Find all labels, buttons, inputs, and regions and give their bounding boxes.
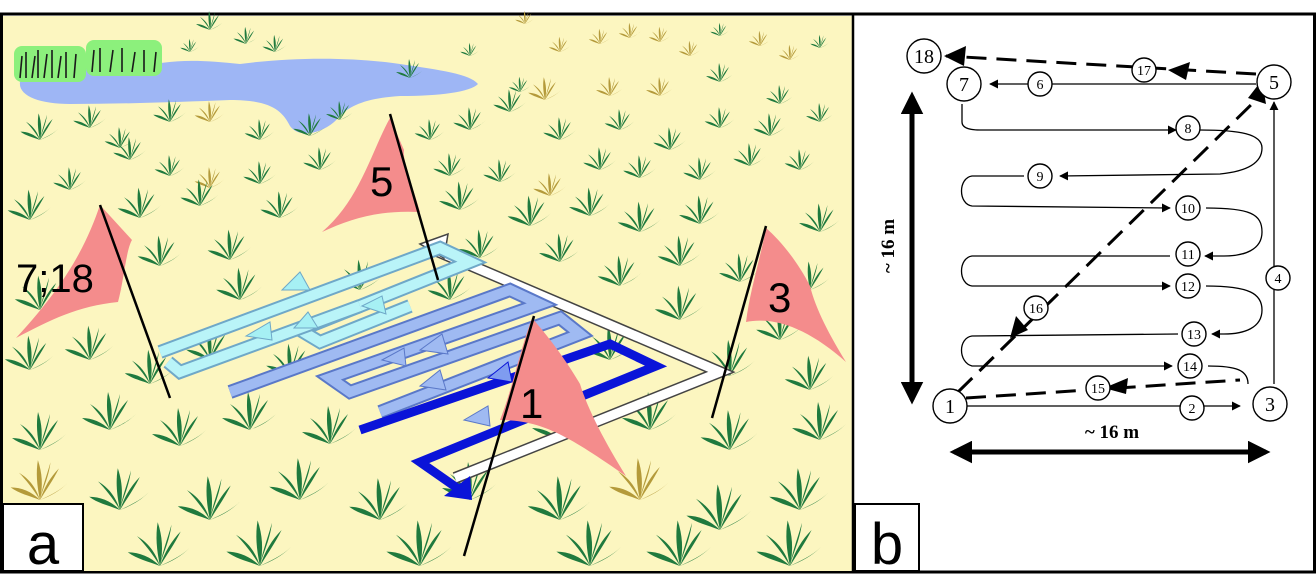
panel-b-label: b [871,512,903,574]
dashed-transit-lines [945,54,1260,400]
node-label: 15 [1091,382,1105,397]
node-circle [1265,265,1291,291]
node-label: 7 [959,74,969,96]
path-mid-segment [227,282,594,427]
node-3: 3 [1252,386,1288,422]
node-18: 18 [906,38,942,74]
node-label: 18 [914,46,934,68]
flag-label-5: 5 [370,158,393,205]
node-label: 3 [1265,394,1275,416]
node-label: 1 [945,396,955,418]
node-circle [1179,395,1205,421]
node-label: 12 [1181,280,1195,295]
node-15: 15 [1085,375,1111,401]
panel-a-label: a [27,512,60,574]
node-14: 14 [1177,353,1203,379]
panel-a-label-box [2,503,84,572]
walking-path [157,232,736,500]
horizontal-dimension-label: ~ 16 m [1085,422,1139,443]
node-circle [1027,71,1053,97]
node-circle [1256,64,1292,100]
node-circle [932,388,968,424]
node-circle [1175,241,1201,267]
vertical-dimension-label: ~ 16 m [878,219,899,273]
node-circle [1175,195,1201,221]
flag-5: 5 [322,113,440,281]
dash-arrow-16 [1010,316,1028,338]
dash-arrow-17 [1168,62,1190,80]
node-4: 4 [1265,265,1291,291]
node-label: 4 [1275,272,1282,287]
node-5: 5 [1256,64,1292,100]
node-label: 9 [1037,170,1044,185]
node-11: 11 [1175,241,1201,267]
node-16: 16 [1023,295,1049,321]
node-9: 9 [1027,163,1053,189]
flag-1: 1 [462,315,626,557]
node-label: 10 [1181,202,1195,217]
flag-3: 3 [710,225,846,419]
node-circle [906,38,942,74]
node-7: 7 [946,66,982,102]
node-12: 12 [1175,273,1201,299]
node-label: 14 [1183,360,1197,375]
node-circle [1131,57,1157,83]
flag-label-3: 3 [768,274,791,321]
flag-label-7-18: 7;18 [16,257,94,301]
node-8: 8 [1175,115,1201,141]
node-circle [1175,273,1201,299]
flag-label-1: 1 [520,380,543,427]
node-label: 5 [1269,72,1279,94]
node-10: 10 [1175,195,1201,221]
panel-b-label-box [854,503,920,572]
node-label: 17 [1137,64,1151,79]
outer-frame [0,12,1316,574]
route-lines [960,79,1279,411]
node-circle [1175,115,1201,141]
node-label: 11 [1181,248,1194,263]
node-circle [946,66,982,102]
node-label: 16 [1029,302,1043,317]
node-label: 8 [1185,122,1192,137]
node-circle [1177,353,1203,379]
dash-arrow-18 [944,46,966,66]
panel-a: 7;18 5 3 1 a [2,10,852,574]
node-2: 2 [1179,395,1205,421]
node-circle [1252,386,1288,422]
node-circle [1181,321,1207,347]
node-circle [1023,295,1049,321]
path-light-segment [157,240,488,380]
node-17: 17 [1131,57,1157,83]
node-1: 1 [932,388,968,424]
flag-7-18: 7;18 [16,204,172,399]
node-label: 13 [1187,328,1201,343]
node-13: 13 [1181,321,1207,347]
node-6: 6 [1027,71,1053,97]
node-label: 6 [1037,78,1044,93]
node-circle [1027,163,1053,189]
dash-arrow-15 [1104,378,1128,394]
node-circle [1085,375,1111,401]
reeds [14,40,162,82]
pond [19,58,479,134]
node-label: 2 [1189,402,1196,417]
panel-a-background [3,16,852,571]
